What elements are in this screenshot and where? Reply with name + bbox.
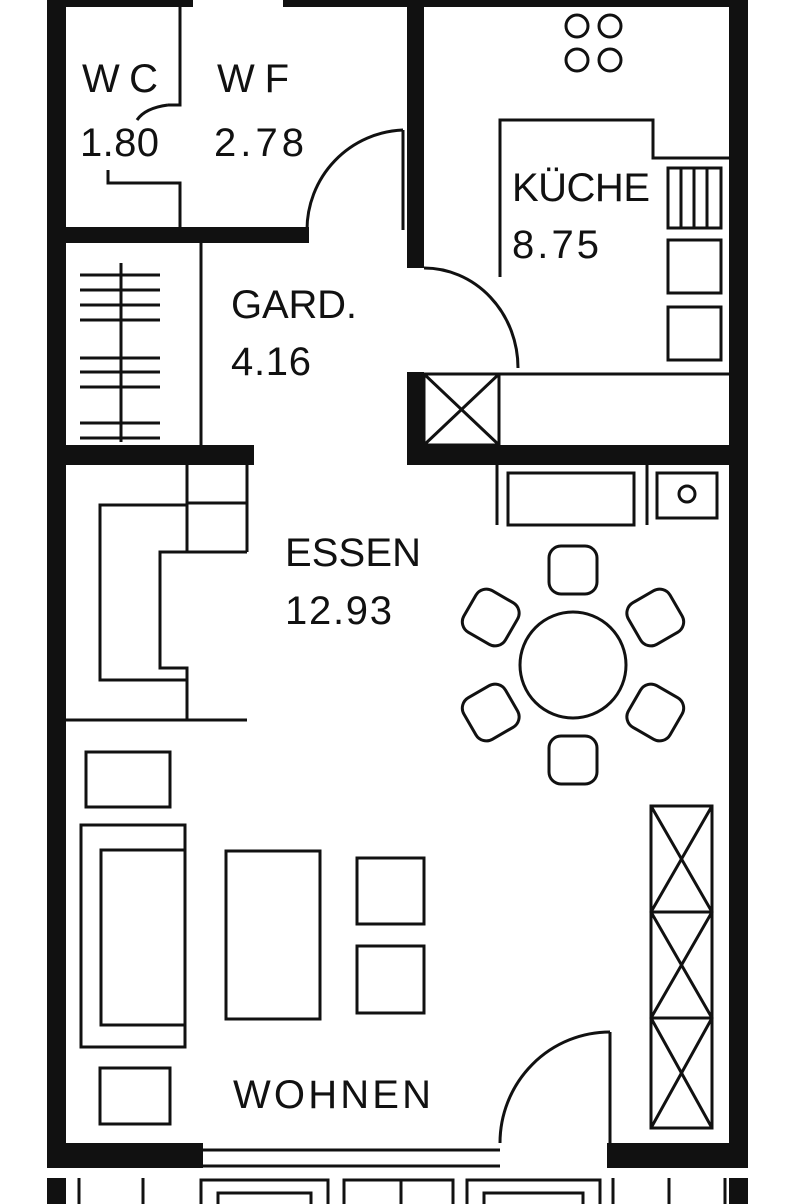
dining-chair [625, 682, 686, 743]
dining-chair [547, 734, 599, 786]
walls [47, 0, 748, 1168]
dining-chairs [460, 544, 686, 786]
dining-chair [625, 587, 686, 648]
coffee-table [224, 849, 322, 1021]
room-name-wc: WC [82, 57, 158, 101]
dining-chair [460, 682, 521, 743]
balcony [47, 1178, 748, 1204]
living-fixtures [79, 750, 714, 1130]
coat-rack [80, 263, 160, 442]
wardrobe [649, 804, 714, 1130]
dining-chair [547, 544, 599, 596]
room-name-wohnen: WOHNEN [233, 1073, 431, 1117]
dining-fixtures [66, 465, 719, 786]
room-area-wf: 2.78 [214, 121, 304, 165]
room-name-gard: GARD. [231, 283, 357, 327]
kitchen-fixtures [422, 13, 729, 447]
room-name-kueche: KÜCHE [512, 166, 650, 210]
room-name-essen: ESSEN [285, 531, 421, 575]
room-area-kueche: 8.75 [512, 223, 599, 267]
room-area-essen: 12.93 [285, 589, 392, 633]
dining-chair [460, 587, 521, 648]
room-labels: WC 1.80 WF 2.78 KÜCHE 8.75 GARD. 4.16 ES… [80, 57, 650, 1117]
dining-table [518, 610, 628, 720]
room-area-gard: 4.16 [231, 340, 311, 384]
room-name-wf: WF [217, 57, 289, 101]
room-area-wc: 1.80 [80, 121, 159, 165]
sofa [79, 823, 187, 1049]
doors [305, 128, 612, 1144]
